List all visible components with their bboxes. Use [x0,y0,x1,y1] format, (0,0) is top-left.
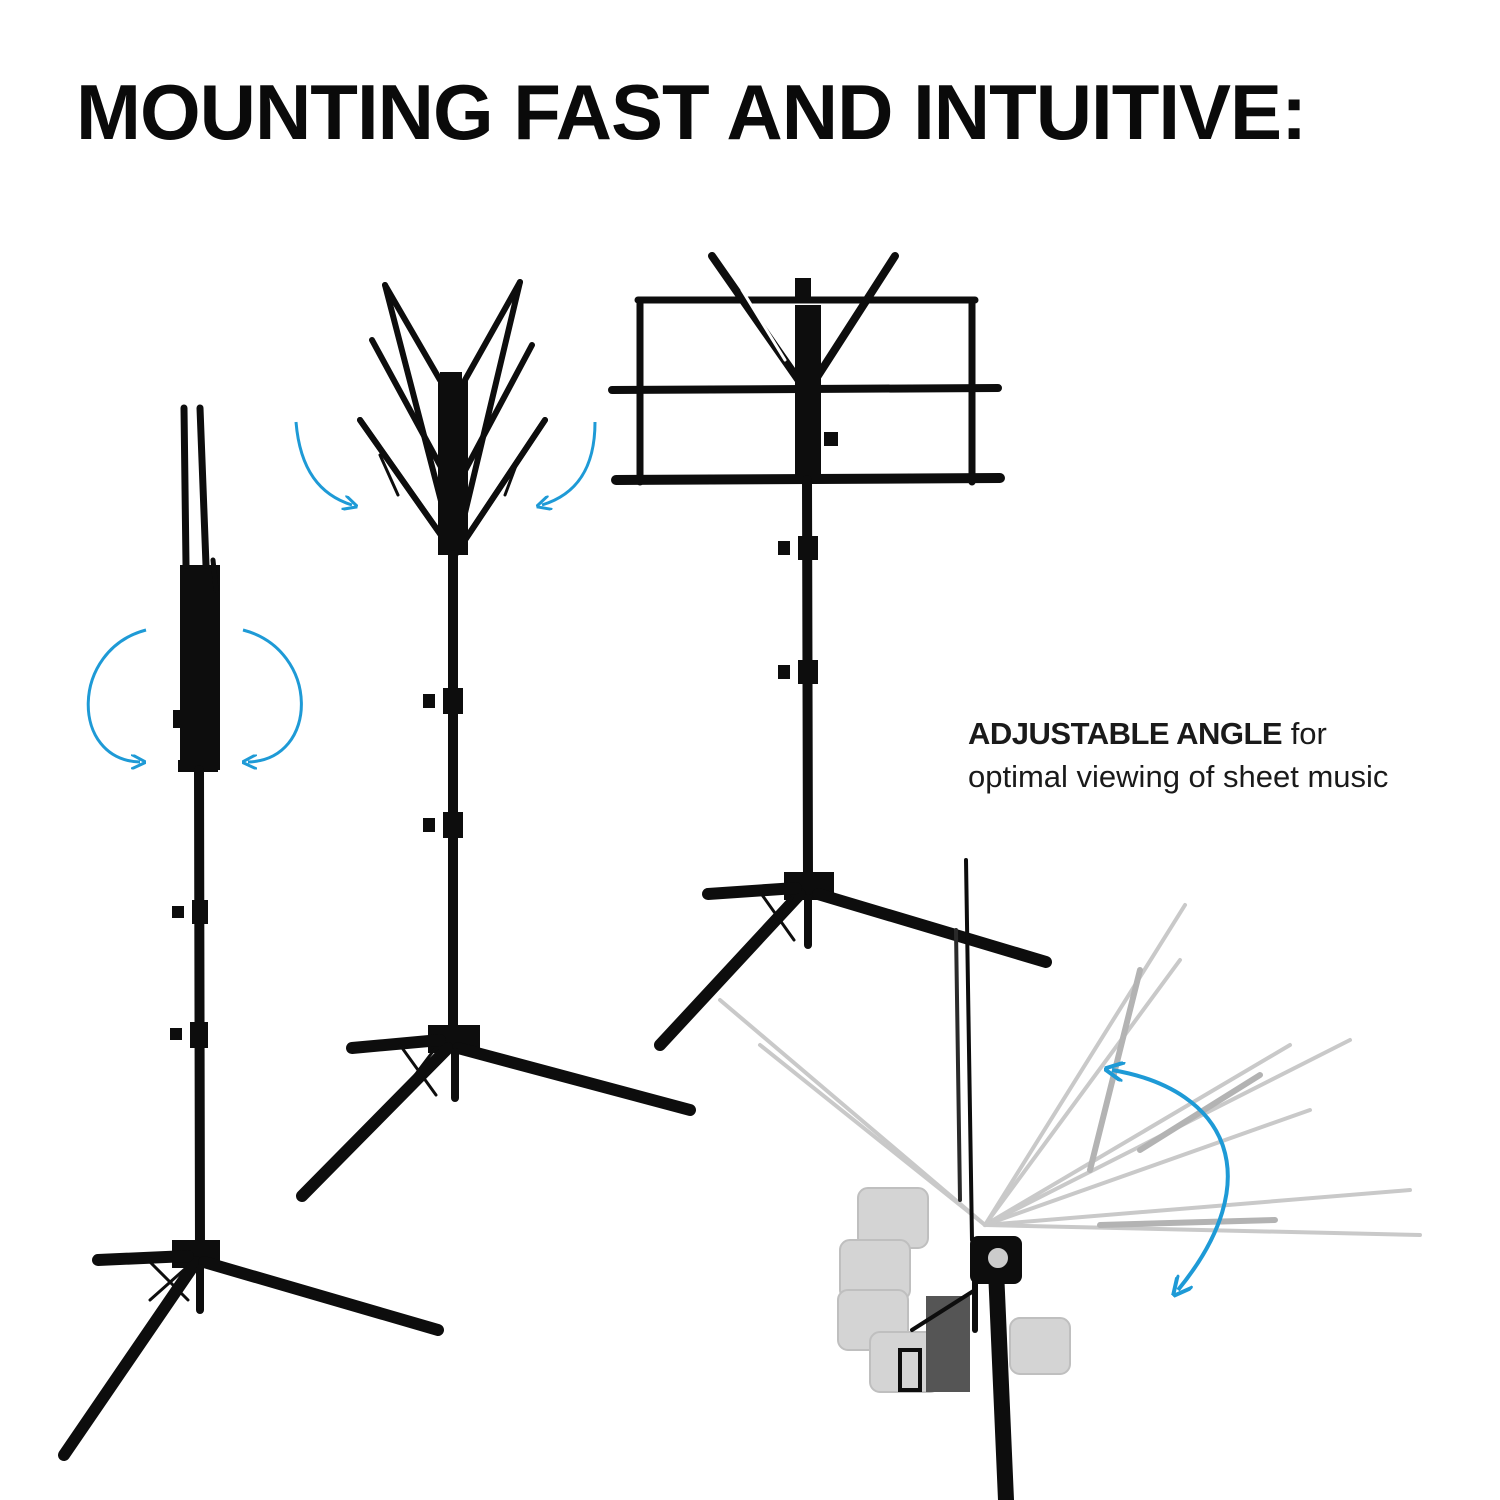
music-stand-open-icon [608,252,1052,1051]
music-stand-folded-icon [58,404,444,1461]
music-stand-half-open-icon [296,279,696,1202]
headline: MOUNTING FAST AND INTUITIVE: [76,68,1307,156]
unfold-arrows-icon [294,421,597,505]
angle-adjust-arrow-icon [1112,1070,1230,1290]
callout-text: for optimal viewing of sheet music [968,716,1389,794]
music-stand-tilt-icon [718,858,1422,1500]
callout-bold: ADJUSTABLE ANGLE [968,716,1283,751]
adjustable-angle-callout: ADJUSTABLE ANGLE for optimal viewing of … [968,712,1428,798]
fold-arrows-icon [86,628,303,762]
